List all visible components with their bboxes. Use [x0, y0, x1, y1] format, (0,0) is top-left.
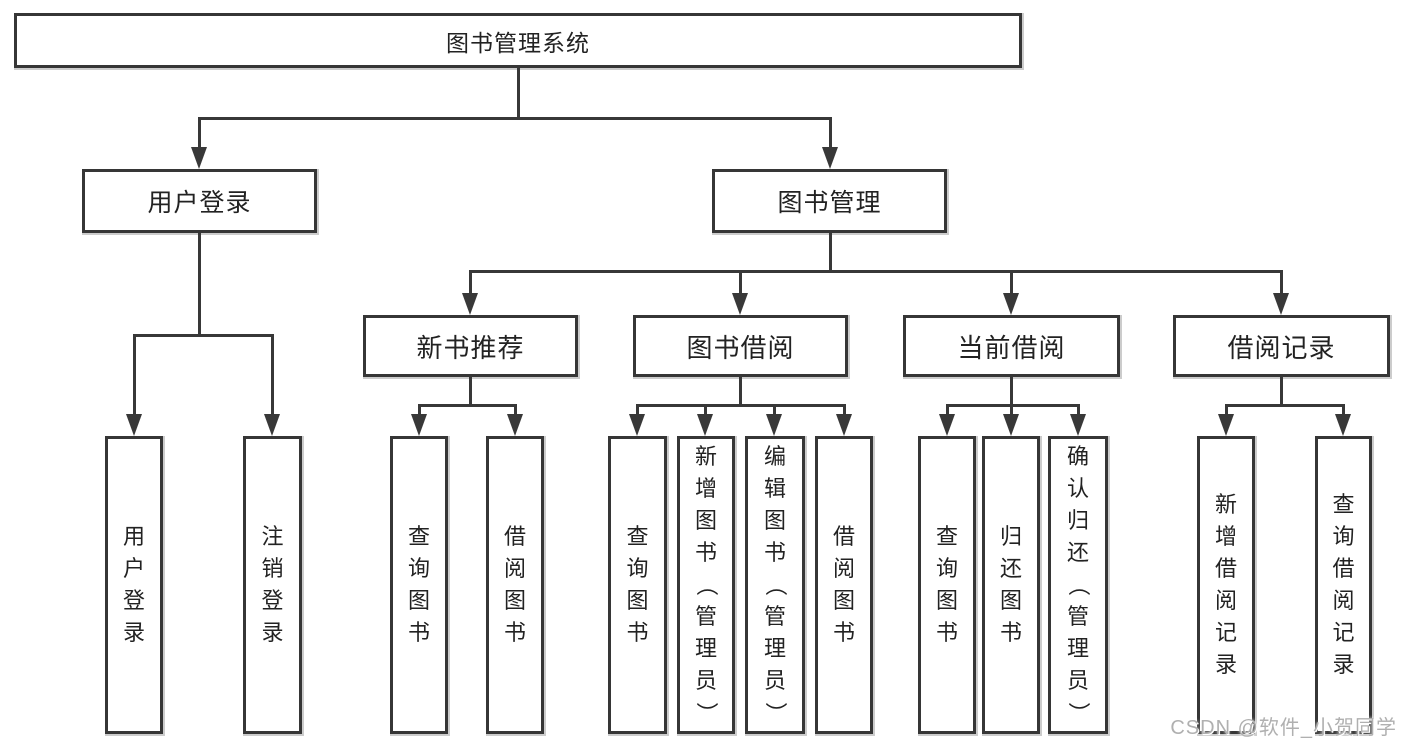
connector-line — [1225, 404, 1345, 407]
connector-line — [469, 270, 1283, 273]
arrowhead-icon — [939, 414, 955, 436]
connector-line — [773, 404, 776, 418]
leaf-return-book: 归还图书 — [982, 436, 1040, 734]
arrowhead-icon — [411, 414, 427, 436]
arrowhead-icon — [732, 293, 748, 315]
connector-line — [133, 334, 136, 417]
leaf-label: 注销登录 — [261, 524, 284, 645]
leaf-label: 查询图书 — [935, 524, 958, 645]
leaf-label: 查询图书 — [626, 524, 649, 645]
node-label: 图书管理系统 — [446, 29, 590, 56]
leaf-user-login: 用户登录 — [105, 436, 163, 734]
arrowhead-icon — [1218, 414, 1234, 436]
leaf-label: 查询图书 — [407, 524, 430, 645]
connector-line — [829, 233, 832, 272]
arrowhead-icon — [1273, 293, 1289, 315]
connector-line — [739, 270, 742, 295]
arrowhead-icon — [507, 414, 523, 436]
leaf-confirm-return-admin: 确认归还（管理员） — [1048, 436, 1108, 734]
arrowhead-icon — [836, 414, 852, 436]
connector-line — [514, 404, 517, 418]
connector-line — [843, 404, 846, 418]
connector-line — [198, 233, 201, 336]
arrowhead-icon — [1003, 293, 1019, 315]
connector-line — [1010, 270, 1013, 295]
connector-line — [418, 404, 421, 418]
arrowhead-icon — [462, 293, 478, 315]
connector-line — [517, 68, 520, 118]
leaf-add-borrow-record: 新增借阅记录 — [1197, 436, 1255, 734]
arrowhead-icon — [1003, 414, 1019, 436]
arrowhead-icon — [1070, 414, 1086, 436]
node-book-borrowing: 图书借阅 — [633, 315, 848, 377]
connector-line — [469, 377, 472, 406]
leaf-query-books-current: 查询图书 — [918, 436, 976, 734]
node-new-book-recommendation: 新书推荐 — [363, 315, 578, 377]
connector-line — [418, 404, 517, 407]
leaf-label: 新增图书（管理员） — [693, 444, 719, 725]
connector-line — [739, 377, 742, 406]
leaf-label: 新增借阅记录 — [1214, 492, 1237, 677]
connector-line — [198, 117, 832, 120]
connector-line — [636, 404, 846, 407]
node-label: 图书借阅 — [686, 332, 795, 363]
connector-line — [1225, 404, 1228, 418]
connector-line — [829, 117, 832, 151]
node-current-borrowing: 当前借阅 — [903, 315, 1120, 377]
leaf-label: 编辑图书（管理员） — [762, 444, 788, 725]
leaf-borrow-books-recommend: 借阅图书 — [486, 436, 544, 734]
arrowhead-icon — [629, 414, 645, 436]
connector-line — [271, 334, 274, 417]
leaf-borrow-books-borrowing: 借阅图书 — [815, 436, 873, 734]
arrowhead-icon — [822, 147, 838, 169]
node-label: 用户登录 — [147, 189, 252, 217]
connector-line — [946, 404, 1080, 407]
connector-line — [198, 117, 201, 151]
watermark: CSDN @软件_小贺同学 — [1170, 717, 1397, 739]
connector-line — [636, 404, 639, 418]
leaf-label: 借阅图书 — [503, 524, 526, 645]
node-label: 借阅记录 — [1227, 332, 1336, 363]
connector-line — [1280, 270, 1283, 295]
node-label: 当前借阅 — [957, 332, 1066, 363]
leaf-query-books-borrowing: 查询图书 — [608, 436, 667, 734]
leaf-label: 借阅图书 — [832, 524, 855, 645]
leaf-query-books-recommend: 查询图书 — [390, 436, 448, 734]
arrowhead-icon — [697, 414, 713, 436]
node-label: 图书管理 — [777, 189, 882, 217]
node-user-login: 用户登录 — [82, 169, 317, 233]
leaf-edit-book-admin: 编辑图书（管理员） — [745, 436, 805, 734]
leaf-label: 查询借阅记录 — [1332, 492, 1355, 677]
leaf-label: 确认归还（管理员） — [1065, 444, 1091, 725]
connector-line — [704, 404, 707, 418]
connector-line — [1077, 404, 1080, 418]
arrowhead-icon — [126, 414, 142, 436]
leaf-label: 归还图书 — [999, 524, 1022, 645]
leaf-query-borrow-record: 查询借阅记录 — [1315, 436, 1372, 734]
node-library-management-system: 图书管理系统 — [14, 13, 1022, 68]
node-label: 新书推荐 — [416, 332, 525, 363]
node-borrowing-records: 借阅记录 — [1173, 315, 1390, 377]
connector-line — [1280, 377, 1283, 406]
connector-line — [1342, 404, 1345, 418]
connector-line — [946, 404, 949, 418]
leaf-label: 用户登录 — [122, 524, 145, 645]
leaf-logout: 注销登录 — [243, 436, 302, 734]
arrowhead-icon — [1335, 414, 1351, 436]
arrowhead-icon — [191, 147, 207, 169]
leaf-add-book-admin: 新增图书（管理员） — [677, 436, 735, 734]
node-book-management: 图书管理 — [712, 169, 947, 233]
arrowhead-icon — [766, 414, 782, 436]
connector-line — [1010, 404, 1013, 418]
arrowhead-icon — [264, 414, 280, 436]
connector-line — [1010, 377, 1013, 406]
connector-line — [133, 334, 274, 337]
connector-line — [469, 270, 472, 295]
